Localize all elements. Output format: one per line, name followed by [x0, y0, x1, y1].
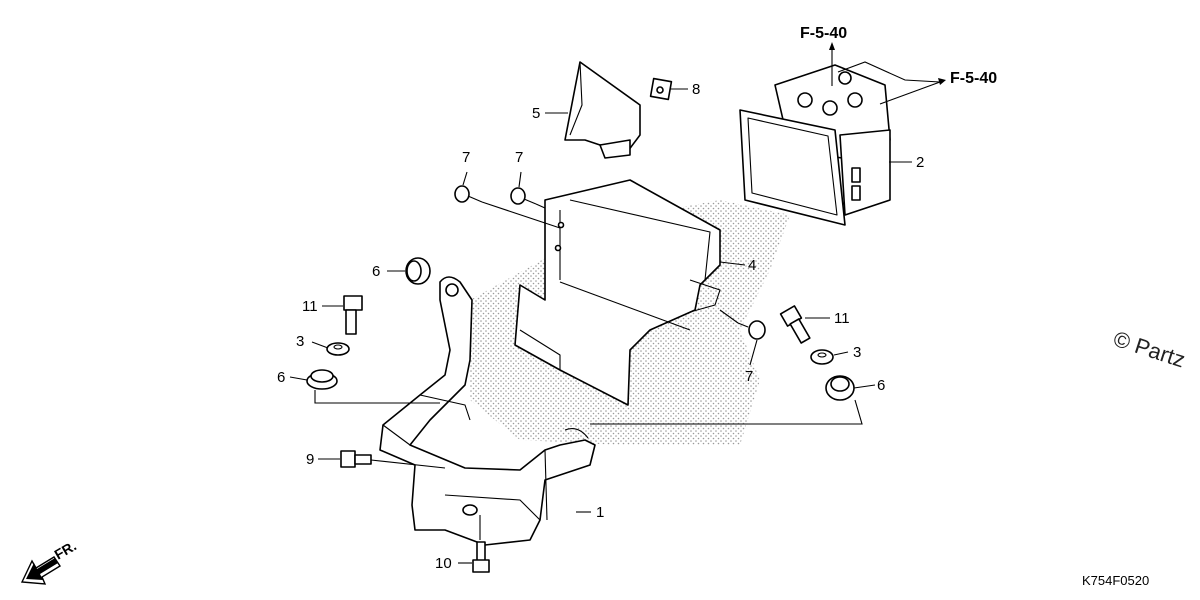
reference-right[interactable]: F-5-40: [950, 70, 997, 87]
callout-7-right: 7: [745, 368, 753, 385]
callout-5: 5: [532, 105, 540, 122]
abs-modulator-part-2[interactable]: [739, 64, 891, 226]
bolt-7-middle[interactable]: [510, 187, 537, 205]
callout-8: 8: [692, 81, 700, 98]
cover-part-5[interactable]: [564, 61, 641, 159]
callout-2: 2: [916, 154, 924, 171]
bolt-10[interactable]: [472, 541, 490, 573]
drawing-code: K754F0520: [1082, 573, 1149, 588]
collar-3-right[interactable]: [810, 349, 834, 365]
bracket-part-1[interactable]: [379, 276, 596, 546]
reference-top[interactable]: F-5-40: [800, 25, 847, 42]
callout-4: 4: [748, 257, 756, 274]
watermark: © Partz: [1110, 326, 1188, 373]
bolt-7-left[interactable]: [454, 185, 483, 203]
leader-lines: [289, 42, 946, 564]
callout-11-left: 11: [302, 298, 318, 315]
callout-6-right: 6: [877, 377, 885, 394]
callout-9: 9: [306, 451, 314, 468]
callout-6-top: 6: [372, 263, 380, 280]
callout-7-middle: 7: [515, 149, 523, 166]
bolt-11-right[interactable]: [779, 305, 811, 344]
callout-7-left: 7: [462, 149, 470, 166]
callout-3-left: 3: [296, 333, 304, 350]
bolt-9[interactable]: [340, 450, 372, 468]
callout-10: 10: [435, 555, 452, 572]
callout-1: 1: [596, 504, 604, 521]
bolt-7-right[interactable]: [737, 320, 766, 340]
callout-6-left: 6: [277, 369, 285, 386]
collar-3-left[interactable]: [326, 342, 350, 356]
bolt-11-left[interactable]: [343, 295, 363, 335]
grommet-6-top[interactable]: [405, 257, 431, 285]
grommet-6-left[interactable]: [306, 369, 338, 390]
front-direction-arrow-icon: [20, 556, 61, 585]
callout-3-right: 3: [853, 344, 861, 361]
battery-box-part-4[interactable]: [514, 179, 721, 406]
grommet-6-right[interactable]: [825, 375, 855, 401]
clip-nut-part-8[interactable]: [649, 77, 673, 101]
callout-11-right: 11: [834, 310, 850, 327]
